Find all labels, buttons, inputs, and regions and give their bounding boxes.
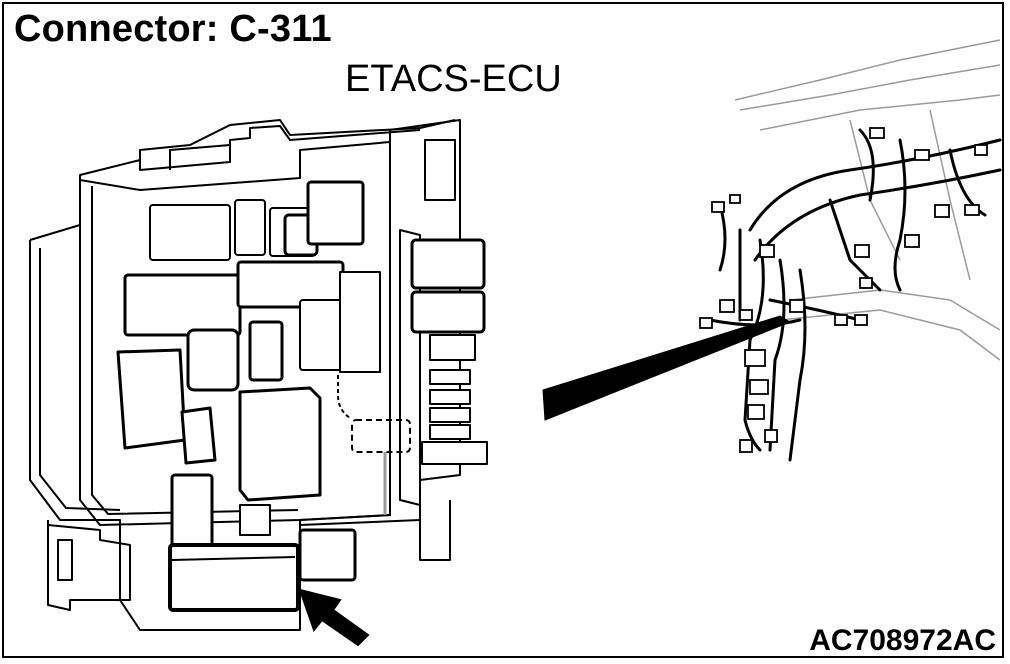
socket-left	[116, 348, 187, 450]
central-relay	[238, 386, 322, 502]
pointer-arrow	[298, 588, 370, 647]
connector-c311	[168, 543, 300, 612]
dashed-connector	[337, 375, 411, 515]
fuse-1	[410, 238, 486, 290]
fuse-2	[410, 290, 486, 334]
connector-a	[123, 273, 242, 337]
relay-slot-1	[149, 204, 231, 261]
location-leader	[542, 315, 792, 421]
dashboard-outline	[734, 39, 1001, 361]
socket-1	[186, 328, 240, 392]
harness-connectors	[699, 127, 988, 453]
component-label: ETACS-ECU	[345, 58, 562, 100]
figure-code: AC708972AC	[809, 624, 996, 657]
connector-title: Connector: C-311	[14, 8, 332, 50]
relay-1	[306, 180, 365, 246]
ecu-components	[116, 180, 488, 612]
socket-2	[248, 320, 284, 382]
